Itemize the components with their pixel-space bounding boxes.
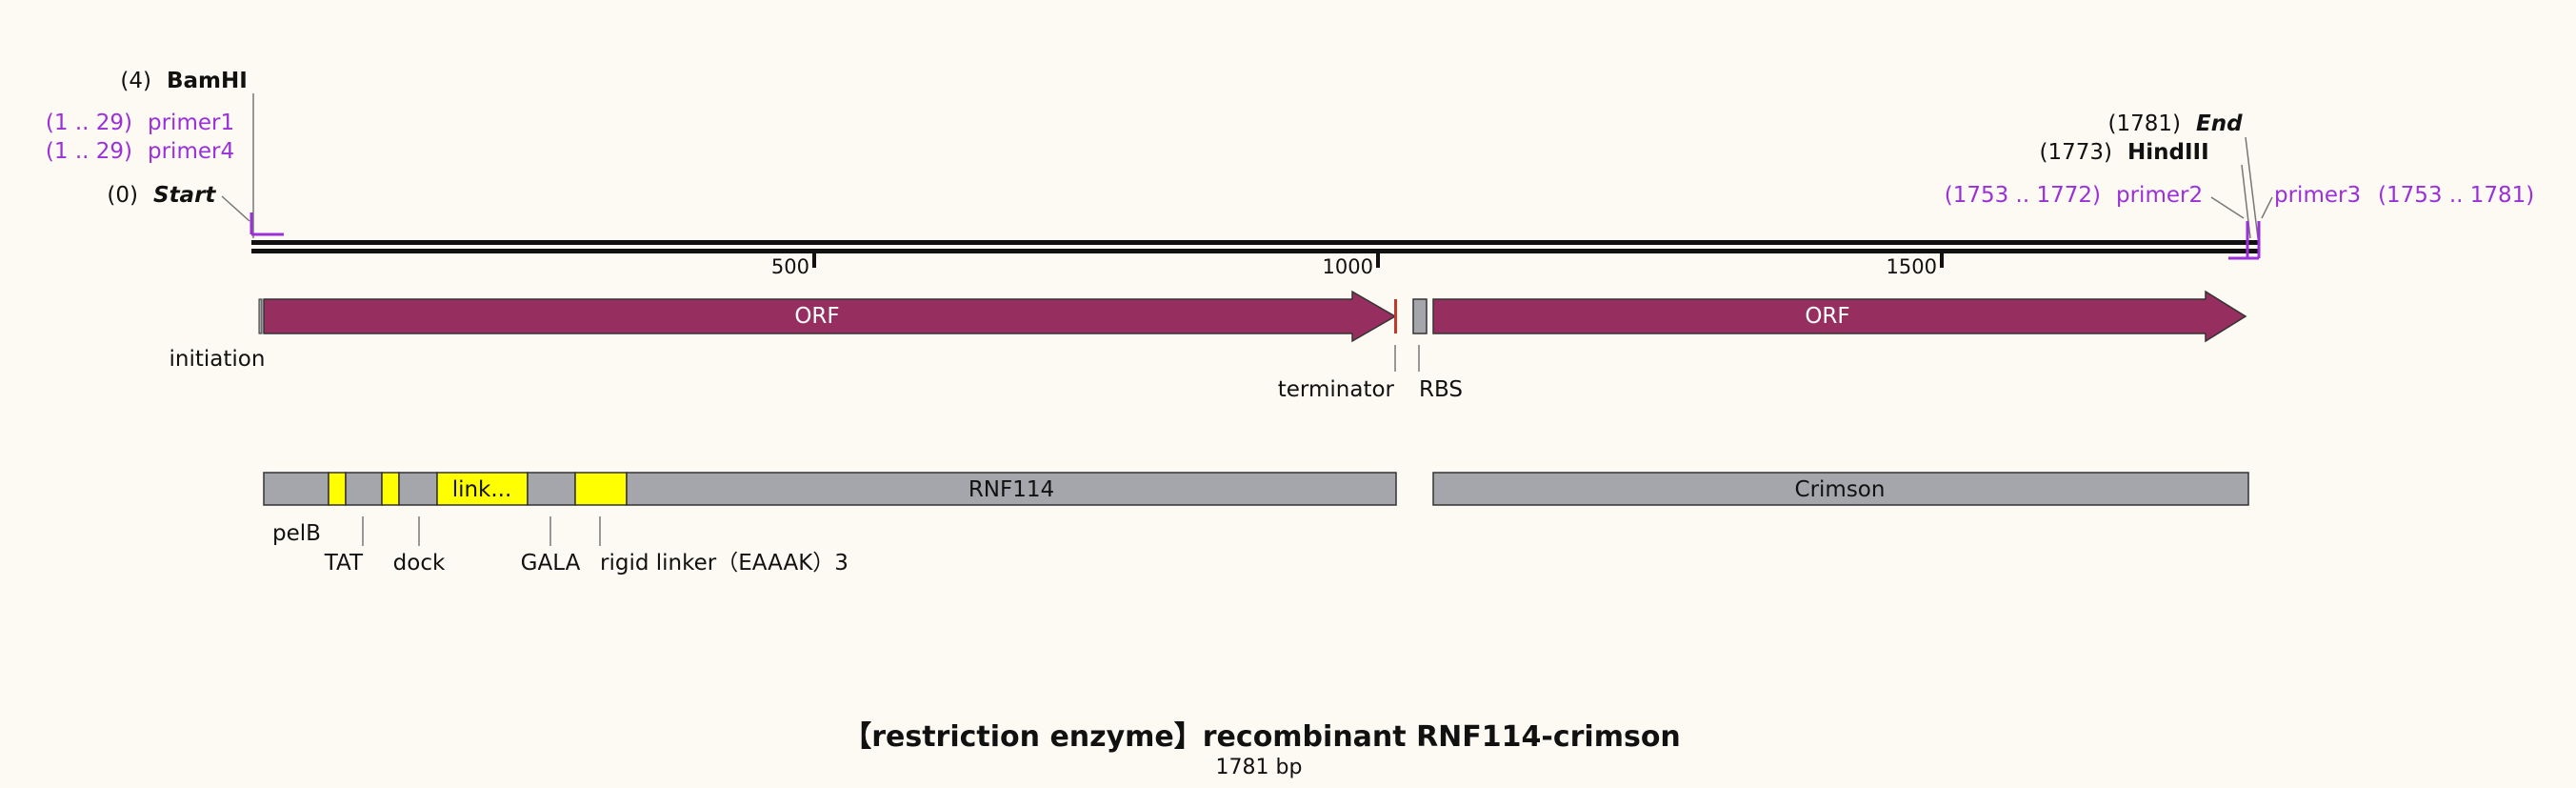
sequence-length: 1781 bp [1216,756,1303,779]
pelb-label: pelB [272,521,321,546]
gala-label: GALA [521,551,581,576]
tick-1500: 1500 [1887,253,1944,278]
gala-feature[interactable] [527,472,576,506]
crimson-feature[interactable]: Crimson [1432,472,2249,506]
svg-text:(1 .. 29): (1 .. 29) [46,139,132,164]
svg-text:primer2: primer2 [2116,183,2203,208]
svg-text:HindIII: HindIII [2127,140,2209,165]
svg-text:1500: 1500 [1887,255,1937,278]
svg-text:(4): (4) [120,69,151,93]
tat-label: TAT [324,551,364,576]
svg-text:(1 .. 29): (1 .. 29) [46,111,132,135]
spacer-feature[interactable] [345,472,383,506]
pelb-feature[interactable] [263,472,329,506]
svg-text:(1773): (1773) [2040,140,2112,165]
svg-text:primer3: primer3 [2274,183,2361,208]
svg-text:link...: link... [452,477,512,502]
svg-text:primer1: primer1 [148,111,234,135]
svg-text:Start: Start [153,183,216,208]
svg-text:(1753 .. 1781): (1753 .. 1781) [2378,183,2534,208]
svg-text:RNF114: RNF114 [968,477,1054,502]
svg-text:(1781): (1781) [2108,111,2181,136]
tat-feature[interactable] [328,472,347,506]
site-end[interactable]: (1781) End [2108,111,2259,239]
rnf114-feature[interactable]: RNF114 [626,472,1397,506]
rbs-feature[interactable] [1412,298,1428,334]
dock-label: dock [393,551,446,576]
svg-text:primer4: primer4 [148,139,234,164]
backbone-bottom-strand [251,249,2259,253]
primer4-label[interactable]: (1 .. 29) primer4 [46,139,234,164]
site-start[interactable]: (0) Start [107,183,250,222]
svg-text:End: End [2196,111,2243,136]
tick-1000: 1000 [1323,253,1380,278]
svg-text:ORF: ORF [794,304,839,329]
spacer-feature[interactable] [398,472,438,506]
site-hindiii[interactable]: (1773) HindIII [2040,140,2251,239]
terminator-label: terminator [1278,377,1395,402]
initiation-label: initiation [170,347,266,372]
site-bamhi[interactable]: (4) BamHI [120,69,254,238]
backbone-top-strand [251,240,2259,245]
svg-text:ORF: ORF [1805,304,1849,329]
primer2-mark[interactable] [2228,221,2261,260]
primer2-label[interactable]: (1753 .. 1772) primer2 [1945,183,2245,219]
svg-text:500: 500 [771,255,809,278]
tick-500: 500 [771,253,816,278]
rbs-label: RBS [1419,377,1463,402]
svg-text:(0): (0) [107,183,138,208]
terminator-feature[interactable] [1394,299,1397,333]
svg-text:BamHI: BamHI [167,69,248,93]
rigid-linker-feature[interactable] [574,472,628,506]
svg-text:Crimson: Crimson [1795,477,1886,502]
rigid-linker-label: rigid linker（EAAAK）3 [600,551,849,576]
svg-text:1000: 1000 [1323,255,1373,278]
svg-text:(1753 .. 1772): (1753 .. 1772) [1945,183,2101,208]
primer1-label[interactable]: (1 .. 29) primer1 [46,111,234,135]
initiation-feature[interactable] [258,298,263,334]
dock-feature[interactable] [381,472,400,506]
map-title: 【restriction enzyme】recombinant RNF114-c… [843,720,1681,754]
orf-1[interactable]: ORF [263,290,1397,343]
link-feature[interactable]: link... [436,472,529,506]
primer3-label[interactable]: primer3 (1753 .. 1781) [2261,183,2534,219]
orf-2[interactable]: ORF [1432,290,2247,343]
primer1-mark[interactable] [250,212,284,236]
